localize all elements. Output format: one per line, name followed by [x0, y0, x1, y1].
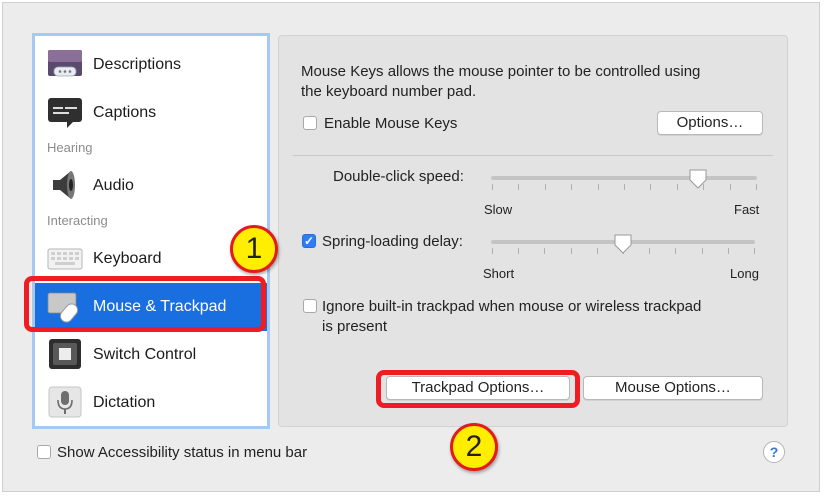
slider-tick: [675, 248, 676, 254]
ignore-trackpad-label-line1: Ignore built-in trackpad when mouse or w…: [322, 298, 702, 315]
captions-icon: [47, 95, 83, 129]
sidebar-item-label: Mouse & Trackpad: [93, 298, 227, 315]
slider-tick: [754, 248, 755, 254]
slider-tick: [544, 248, 545, 254]
annotation-badge-2: 2: [450, 423, 498, 471]
spring-loading-checkbox[interactable]: ✓: [302, 234, 316, 248]
mouse-keys-description-line2: the keyboard number pad.: [301, 83, 477, 100]
highlight-mouse-trackpad: [24, 276, 266, 332]
section-header-hearing: Hearing: [47, 140, 93, 155]
help-button[interactable]: ?: [763, 441, 785, 463]
slider-tick: [703, 184, 704, 190]
sidebar-item-label: Captions: [93, 104, 157, 121]
double-click-speed-max-label: Fast: [734, 202, 760, 217]
highlight-trackpad-options: [376, 370, 580, 408]
slider-tick: [598, 184, 599, 190]
show-status-menu-bar-label: Show Accessibility status in menu bar: [57, 444, 308, 461]
annotation-badge-1: 1: [230, 225, 278, 273]
double-click-speed-min-label: Slow: [484, 202, 513, 217]
slider-tick: [624, 184, 625, 190]
sidebar-item-dictation[interactable]: Dictation: [35, 379, 267, 426]
panel-divider: [293, 155, 773, 156]
enable-mouse-keys-label: Enable Mouse Keys: [324, 115, 458, 132]
mouse-trackpad-panel: [278, 35, 788, 427]
enable-mouse-keys-checkbox[interactable]: [303, 116, 317, 130]
sidebar-item-label: Switch Control: [93, 346, 197, 363]
spring-loading-min-label: Short: [483, 266, 515, 281]
slider-tick: [571, 248, 572, 254]
slider-tick: [492, 184, 493, 190]
switch-control-icon: [47, 337, 83, 371]
keyboard-icon: [47, 241, 83, 275]
slider-tick: [545, 184, 546, 190]
sidebar-item-audio[interactable]: Audio: [35, 162, 267, 210]
sidebar-item-label: Dictation: [93, 394, 156, 411]
sidebar-item-label: Descriptions: [93, 56, 182, 73]
slider-tick: [571, 184, 572, 190]
speaker-icon: [47, 168, 83, 202]
slider-tick: [677, 184, 678, 190]
options-button[interactable]: Options…: [657, 111, 763, 135]
ignore-trackpad-label-line2: is present: [322, 318, 388, 335]
accessibility-sidebar[interactable]: Descriptions Captions Hearing Audio Inte…: [32, 33, 270, 429]
double-click-speed-track[interactable]: [491, 176, 757, 180]
sidebar-item-switch-control[interactable]: Switch Control: [35, 331, 267, 379]
ignore-trackpad-checkbox[interactable]: [303, 299, 317, 313]
sidebar-item-label: Keyboard: [93, 250, 162, 267]
slider-tick: [730, 184, 731, 190]
microphone-icon: [47, 385, 83, 419]
mouse-keys-description-line1: Mouse Keys allows the mouse pointer to b…: [301, 63, 701, 80]
sidebar-item-mouse-trackpad[interactable]: Mouse & Trackpad: [35, 283, 267, 331]
double-click-speed-label: Double-click speed:: [333, 168, 464, 185]
sidebar-item-captions[interactable]: Captions: [35, 89, 267, 137]
sidebar-item-label: Audio: [93, 177, 134, 194]
spring-loading-max-label: Long: [730, 266, 759, 281]
mouse-options-button[interactable]: Mouse Options…: [583, 376, 763, 400]
spring-loading-delay-label: Spring-loading delay:: [322, 233, 463, 250]
section-header-interacting: Interacting: [47, 213, 108, 228]
sidebar-item-descriptions[interactable]: Descriptions: [35, 41, 267, 89]
mouse-trackpad-icon: [47, 289, 83, 323]
slider-tick: [728, 248, 729, 254]
slider-tick: [756, 184, 757, 190]
sidebar-item-keyboard[interactable]: Keyboard: [35, 235, 267, 283]
slider-tick: [702, 248, 703, 254]
double-click-speed-slider-thumb[interactable]: [689, 169, 707, 189]
slider-tick: [518, 248, 519, 254]
slider-tick: [649, 248, 650, 254]
spring-loading-delay-slider-thumb[interactable]: [614, 234, 632, 254]
slider-tick: [492, 248, 493, 254]
slider-tick: [650, 184, 651, 190]
slider-tick: [518, 184, 519, 190]
show-status-menu-bar-checkbox[interactable]: [37, 445, 51, 459]
slider-tick: [597, 248, 598, 254]
descriptions-icon: [47, 47, 83, 81]
trackpad-options-button[interactable]: Trackpad Options…: [386, 376, 570, 400]
